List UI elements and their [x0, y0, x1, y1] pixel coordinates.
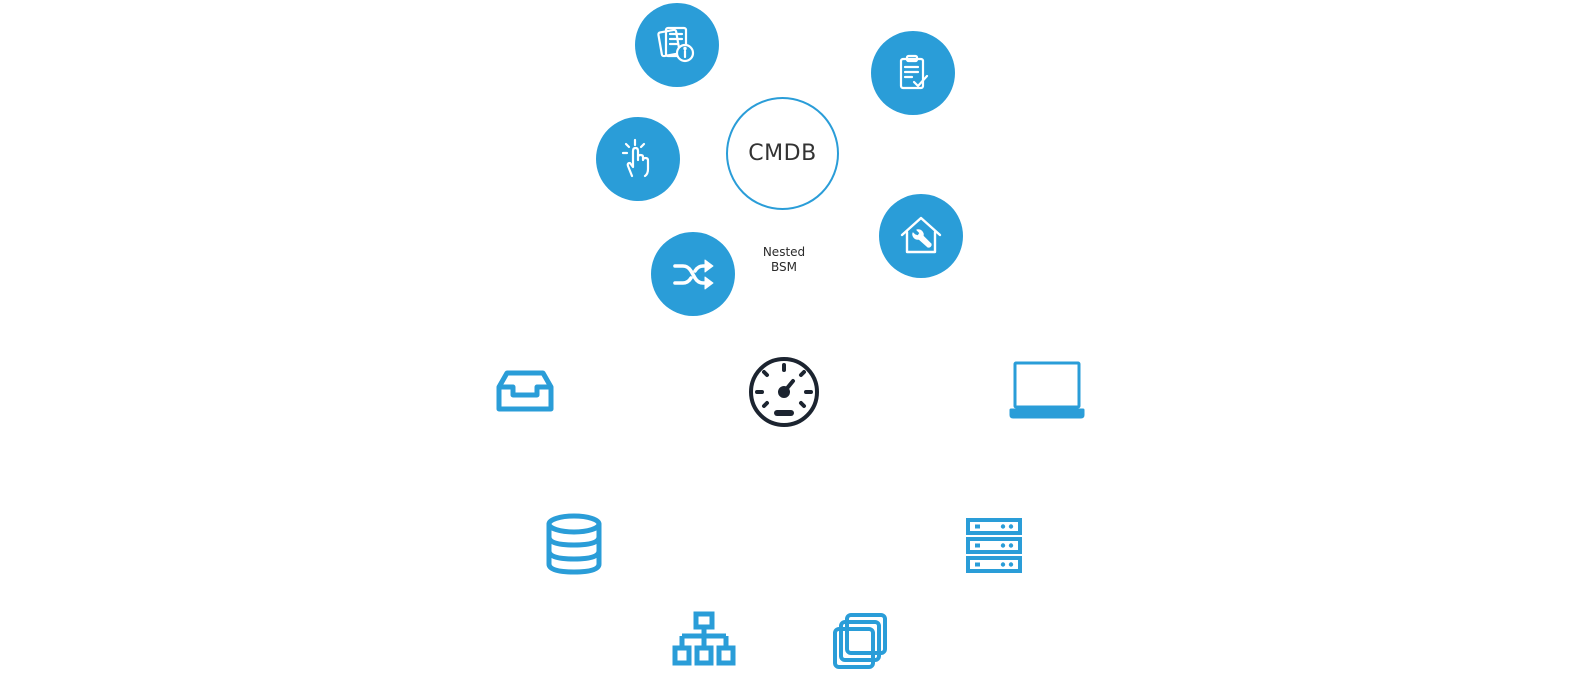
virtual-machines-icon	[833, 613, 887, 669]
database-icon	[546, 513, 602, 575]
shuffle-node	[651, 232, 735, 316]
clipboard-check-icon	[899, 54, 929, 90]
nested-bsm-label: Nested BSM	[744, 245, 824, 275]
documents-info-node	[635, 3, 719, 87]
clipboard-check-node	[871, 31, 955, 115]
server-rack-icon	[966, 518, 1022, 573]
inbox-tray-icon	[496, 370, 554, 412]
laptop-icon	[1009, 361, 1085, 419]
nested-bsm-line1: Nested	[762, 245, 806, 259]
touch-gesture-icon	[621, 138, 650, 178]
shuffle-icon	[673, 259, 714, 290]
documents-info-icon	[657, 26, 695, 63]
house-wrench-node	[879, 194, 963, 278]
speedometer-icon	[749, 357, 819, 427]
touch-gesture-node	[596, 117, 680, 201]
cmdb-node: CMDB	[726, 97, 839, 210]
network-hierarchy-icon	[672, 611, 736, 666]
nested-bsm-line2: BSM	[771, 260, 797, 274]
cmdb-label: CMDB	[748, 141, 817, 166]
house-wrench-icon	[900, 216, 942, 254]
